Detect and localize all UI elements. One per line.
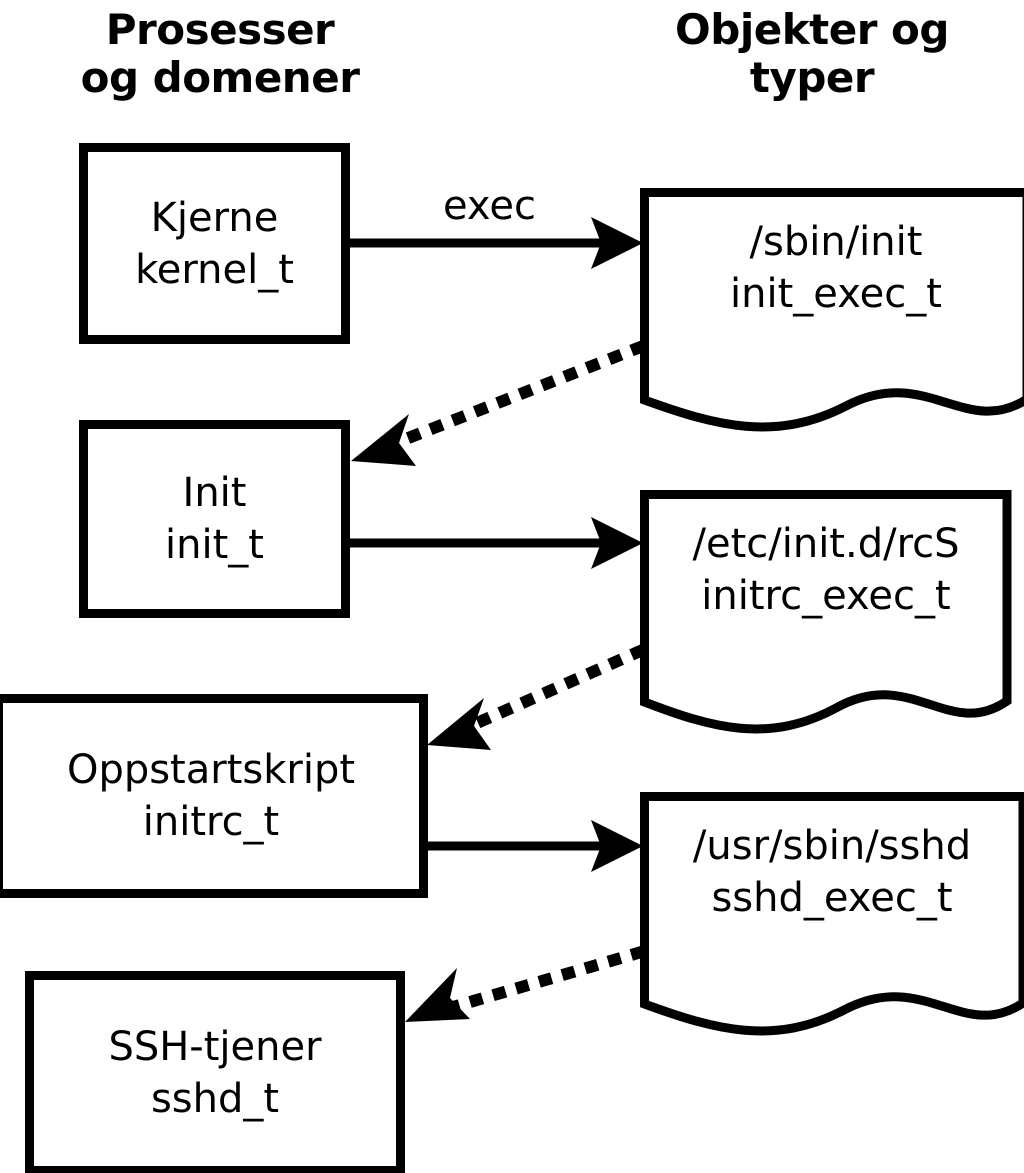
object-doc-sshd-exec[interactable]: /usr/sbin/sshd sshd_exec_t — [636, 788, 1024, 1038]
object-doc-init-exec[interactable]: /sbin/init init_exec_t — [636, 184, 1024, 434]
document-shape-icon — [640, 490, 1012, 734]
process-box-sshd[interactable]: SSH-tjener sshd_t — [25, 971, 405, 1173]
process-type-initrc: initrc_t — [142, 799, 280, 845]
process-name-init: Init — [182, 470, 247, 516]
process-name-initrc: Oppstartskript — [66, 747, 356, 793]
process-type-init: init_t — [165, 522, 264, 568]
edge-initrc-exec-sshd — [428, 820, 643, 872]
process-box-kernel[interactable]: Kjerne kernel_t — [79, 143, 350, 344]
process-type-sshd: sshd_t — [150, 1076, 280, 1122]
column-header-objects: Objekter og typer — [675, 5, 949, 102]
edge-init-exec-to-init — [351, 340, 646, 466]
process-name-kernel: Kjerne — [150, 194, 279, 241]
column-header-processes: Prosesser og domener — [80, 5, 360, 102]
document-shape-icon — [640, 188, 1024, 432]
process-box-initrc[interactable]: Oppstartskript initrc_t — [0, 694, 428, 898]
object-doc-initrc-exec[interactable]: /etc/init.d/rcS initrc_exec_t — [636, 486, 1016, 736]
edge-initrc-exec-to-initrc — [427, 644, 646, 750]
edge-label-exec: exec — [443, 183, 536, 229]
document-shape-icon — [640, 792, 1024, 1036]
process-type-kernel: kernel_t — [135, 246, 294, 293]
process-box-init[interactable]: Init init_t — [79, 420, 350, 618]
edge-init-exec-initrc — [350, 517, 643, 569]
process-name-sshd: SSH-tjener — [108, 1024, 322, 1070]
edge-sshd-exec-to-sshd — [405, 945, 646, 1022]
